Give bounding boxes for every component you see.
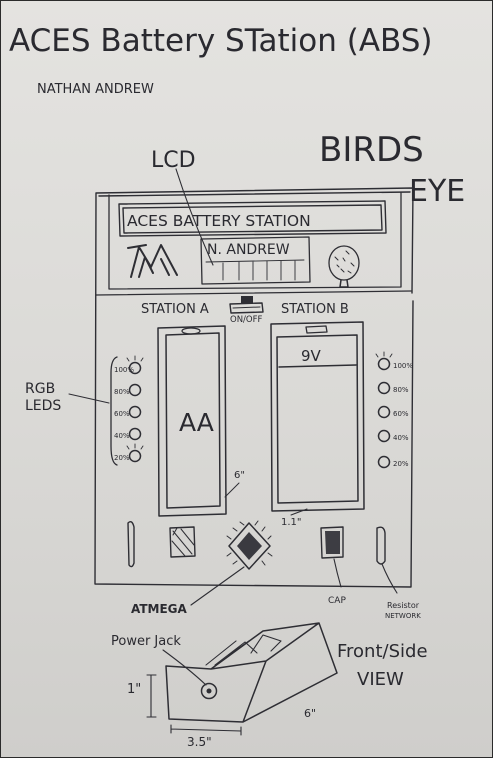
power-jack-label: Power Jack [111, 634, 181, 649]
width-dimension-line [170, 724, 242, 736]
tree-logo-icon [328, 245, 360, 288]
lcd-display-frame [118, 200, 387, 237]
battery-a-type: AA [179, 408, 214, 437]
lcd-leader-line [175, 168, 214, 266]
dimension-1-1in-label: 1.1" [281, 517, 302, 528]
lcd-label: LCD [151, 148, 196, 173]
holder-b-terminal [305, 325, 328, 334]
height-dimension-line [146, 674, 157, 718]
lcd-screen-hatching [205, 259, 305, 281]
power-jack-icon [200, 682, 218, 700]
width-dimension-label: 3.5" [187, 735, 212, 749]
lcd-lower-screen [200, 236, 311, 285]
left-led [128, 449, 142, 463]
left-led-label: 100% [114, 366, 134, 374]
right-led [377, 357, 391, 371]
dimension-6in-leader [224, 482, 240, 498]
device-outline [94, 187, 414, 588]
right-led-label: 40% [393, 434, 409, 442]
sketch-title: ACES Battery STation (ABS) [9, 23, 433, 59]
left-led-label: 20% [114, 454, 130, 462]
battery-holder-a [157, 325, 227, 517]
on-off-label: ON/OFF [230, 315, 262, 325]
height-dimension-label: 1" [127, 682, 141, 697]
front-side-view-label-line1: Front/Side [337, 641, 428, 662]
birds-eye-label-line2: EYE [409, 174, 465, 209]
cap-leader [333, 558, 342, 588]
left-led [128, 361, 142, 375]
lcd-display-line2: N. ANDREW [207, 242, 290, 258]
m-logo-icon [127, 244, 178, 278]
capacitor [320, 526, 344, 559]
right-led [377, 429, 391, 443]
power-switch [229, 296, 264, 314]
rgb-leds-label-line1: RGB [25, 381, 55, 397]
resistor-network-label-line1: Resistor [387, 601, 420, 610]
rgb-leds-label-line2: LEDS [25, 398, 61, 414]
battery-b-type: 9V [301, 347, 322, 365]
resistor-network-label-line2: NETWORK [385, 612, 421, 620]
right-led-label: 60% [393, 410, 409, 418]
right-led [377, 455, 391, 469]
right-led [377, 405, 391, 419]
right-led-label: 100% [393, 362, 413, 370]
station-a-label: STATION A [141, 302, 209, 317]
right-led [377, 381, 391, 395]
author-name: NATHAN ANDREW [37, 82, 154, 97]
resistor-leader [381, 563, 398, 594]
right-led-column: 100% 80% 60% 40% 20% [375, 351, 413, 469]
birds-eye-label-line1: BIRDS [319, 130, 424, 170]
left-led-label: 40% [114, 432, 130, 440]
rgb-leds-leader [68, 393, 110, 404]
left-led [128, 383, 142, 397]
left-led-column: 100% 80% 60% 40% 20% [114, 355, 144, 463]
resistor-network [376, 526, 386, 565]
right-led-label: 20% [393, 460, 409, 468]
device-top-panel [95, 192, 412, 296]
enclosure-side-view [165, 622, 338, 723]
dimension-6in-label: 6" [234, 470, 245, 481]
left-led-label: 60% [114, 410, 130, 418]
battery-holder-b [270, 321, 365, 512]
left-component [169, 526, 196, 558]
station-b-label: STATION B [281, 302, 349, 317]
front-side-view-label-line2: VIEW [357, 669, 404, 690]
atmega-leader [190, 566, 245, 606]
dimension-1-1in-leader [290, 508, 308, 516]
depth-dimension-label: 6" [304, 707, 316, 720]
lcd-display-line1: ACES BATTERY STATION [127, 212, 311, 230]
left-led [128, 427, 142, 441]
atmega-chip [226, 520, 273, 570]
left-led-label: 80% [114, 388, 130, 396]
holder-a-terminal [181, 327, 201, 335]
atmega-label: ATMEGA [131, 602, 188, 616]
left-edge-resistor [127, 520, 135, 568]
cap-label: CAP [328, 596, 346, 606]
left-led [128, 405, 142, 419]
power-jack-leader [162, 649, 207, 686]
led-bracket [110, 356, 118, 466]
right-led-label: 80% [393, 386, 409, 394]
